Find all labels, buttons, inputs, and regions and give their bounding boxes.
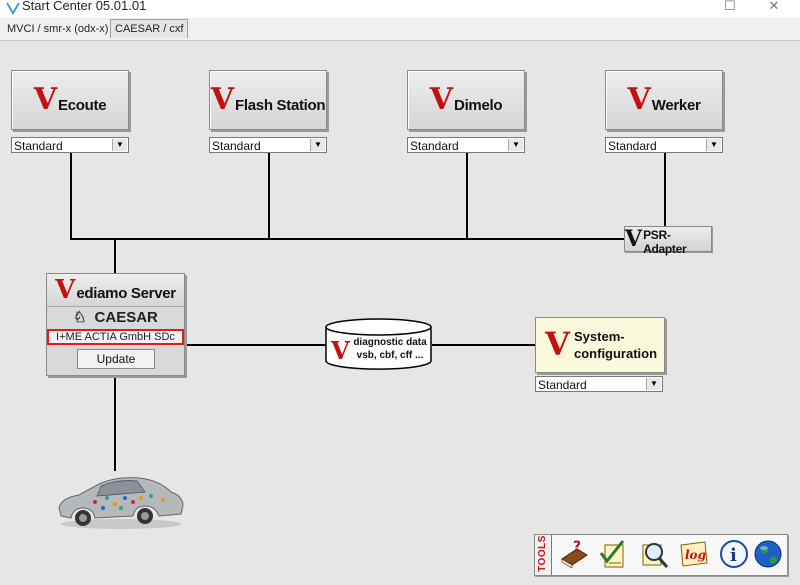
dimelo-profile-select[interactable]: Standard ▼ (407, 137, 525, 153)
connector-line (114, 375, 116, 471)
window-title: Start Center 05.01.01 (22, 0, 147, 13)
app-dimelo-button[interactable]: V Dimelo (407, 70, 525, 130)
system-configuration-button[interactable]: V System- configuration (535, 317, 665, 373)
tab-bar: MVCI / smr-x (odx-x) CAESAR / cxf (0, 18, 800, 41)
close-button[interactable]: ✕ (768, 0, 780, 13)
title-bar: Start Center 05.01.01 ☐ ✕ (0, 0, 800, 18)
vehicle-icon[interactable] (55, 468, 187, 530)
checklist-icon[interactable] (599, 539, 629, 569)
brand-v-letter: V (210, 82, 234, 117)
brand-v-letter: V (429, 82, 454, 117)
connector-line (268, 153, 270, 239)
caesar-label: CAESAR (94, 308, 158, 326)
maximize-button[interactable]: ☐ (724, 0, 736, 13)
connector-line (70, 153, 72, 239)
server-title: ediamo Server (76, 284, 176, 302)
brand-v-letter: V (331, 336, 350, 365)
app-label: Ecoute (58, 96, 107, 114)
connector-line (184, 344, 326, 346)
tools-label: TOOLS (535, 535, 552, 575)
globe-icon[interactable] (753, 539, 783, 569)
dropdown-arrow-icon[interactable]: ▼ (112, 139, 127, 151)
dropdown-arrow-icon[interactable]: ▼ (646, 378, 661, 390)
log-icon[interactable]: log (679, 539, 709, 569)
svg-text:i: i (730, 545, 737, 566)
system-configuration-label-2: configuration (574, 346, 658, 361)
caesar-row: ♘ CAESAR (47, 307, 184, 327)
brand-v-letter: V (627, 82, 651, 117)
system-configuration-profile-select[interactable]: Standard ▼ (535, 376, 663, 392)
app-werker-button[interactable]: V Werker (605, 70, 723, 130)
flash-station-profile-select[interactable]: Standard ▼ (209, 137, 327, 153)
app-ecoute-button[interactable]: V Ecoute (11, 70, 129, 130)
brand-v-letter: V (545, 325, 570, 363)
license-label: I+ME ACTIA GmbH SDc (47, 329, 184, 345)
bus-line (70, 238, 626, 240)
vediamo-server-panel: V ediamo Server ♘ CAESAR I+ME ACTIA GmbH… (46, 273, 185, 376)
search-icon[interactable] (639, 539, 669, 569)
update-button[interactable]: Update (77, 349, 155, 369)
caesar-logo-icon: ♘ (73, 309, 87, 326)
info-icon[interactable]: i (719, 539, 749, 569)
vediamo-server-button[interactable]: V ediamo Server (47, 274, 184, 307)
diagnostic-data-formats: vsb, cbf, cff ... (356, 350, 424, 361)
tab-caesar[interactable]: CAESAR / cxf (110, 19, 189, 38)
app-label: Werker (651, 96, 701, 114)
connector-line (466, 153, 468, 239)
tools-bar: TOOLS ? log i (534, 534, 788, 576)
app-logo-icon (6, 2, 20, 15)
brand-v-letter: V (625, 226, 643, 252)
database-icon (325, 318, 432, 370)
svg-text:?: ? (573, 539, 581, 555)
app-flash-station-button[interactable]: V Flash Station (209, 70, 327, 130)
dropdown-arrow-icon[interactable]: ▼ (508, 139, 523, 151)
ecoute-profile-select[interactable]: Standard ▼ (11, 137, 129, 153)
brand-v-letter: V (55, 275, 76, 305)
app-label: Dimelo (454, 96, 503, 114)
psr-adapter-label: PSR-Adapter (643, 228, 687, 256)
app-label: Flash Station (235, 96, 326, 114)
diagnostic-data-button[interactable]: V diagnostic data vsb, cbf, cff ... (325, 318, 432, 370)
connector-line (432, 344, 536, 346)
diagnostic-data-label: diagnostic data (353, 337, 427, 348)
werker-profile-select[interactable]: Standard ▼ (605, 137, 723, 153)
system-configuration-label: System- (574, 329, 625, 344)
svg-text:log: log (685, 548, 706, 562)
brand-v-letter: V (33, 82, 58, 117)
help-book-icon[interactable]: ? (559, 539, 589, 569)
dropdown-arrow-icon[interactable]: ▼ (706, 139, 721, 151)
tab-mvci[interactable]: MVCI / smr-x (odx-x) (7, 23, 109, 35)
connector-line (114, 238, 116, 274)
dropdown-arrow-icon[interactable]: ▼ (310, 139, 325, 151)
connector-line (664, 153, 666, 227)
psr-adapter-button[interactable]: V PSR-Adapter (624, 226, 712, 256)
